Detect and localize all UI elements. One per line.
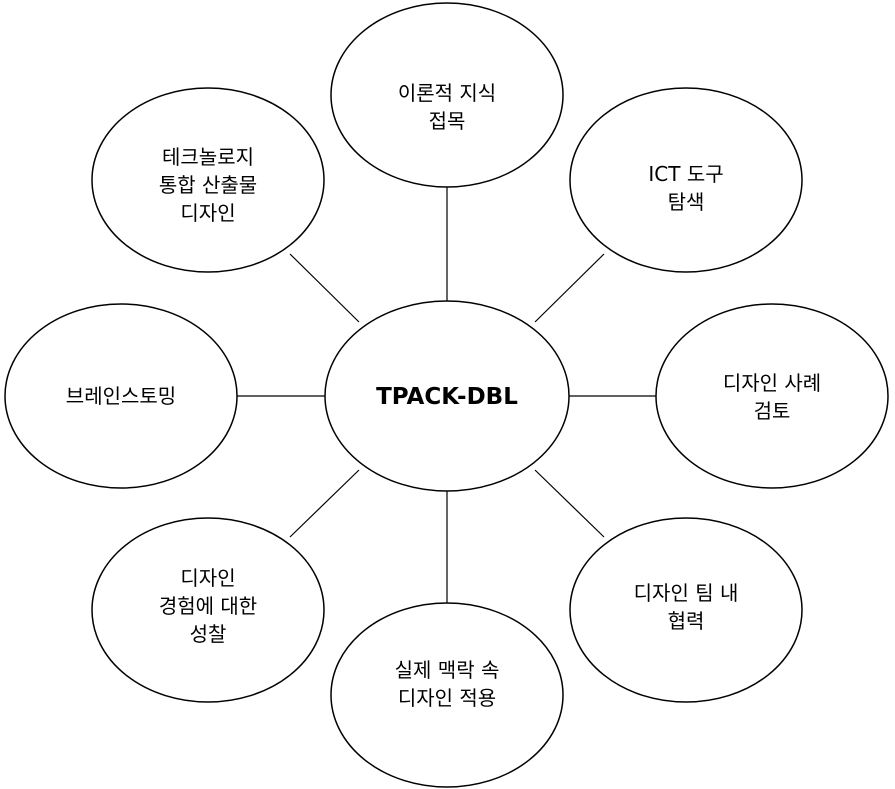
node-label: 접목 — [429, 109, 466, 133]
node-label: 이론적 지식 — [398, 81, 496, 105]
node-label: 디자인 — [180, 566, 235, 590]
node-bottom-right: 디자인 팀 내 협력 — [569, 517, 803, 703]
node-bottom-left: 디자인 경험에 대한 성찰 — [91, 517, 325, 703]
node-label: 협력 — [668, 609, 705, 633]
node-label: ICT 도구 — [648, 162, 723, 186]
node-top-right: ICT 도구 탐색 — [569, 87, 803, 273]
node-label: 통합 산출물 — [159, 173, 257, 197]
node-bottom: 실제 맥락 속 디자인 적용 — [330, 602, 564, 788]
edges — [237, 186, 656, 603]
node-top: 이론적 지식 접목 — [330, 2, 564, 188]
node-left: 브레인스토밍 — [4, 303, 238, 489]
edge-bottom-left — [289, 469, 360, 538]
node-label: 브레인스토밍 — [66, 384, 176, 408]
node-label: 디자인 팀 내 — [634, 581, 739, 605]
node-label: 실제 맥락 속 — [395, 658, 500, 682]
center-node: TPACK-DBL — [324, 300, 570, 492]
node-label: 검토 — [754, 399, 791, 423]
node-label: 테크놀로지 — [162, 145, 254, 169]
node-top-left: 테크놀로지 통합 산출물 디자인 — [91, 87, 325, 273]
node-label: 성찰 — [190, 622, 227, 646]
node-right: 디자인 사례 검토 — [655, 303, 889, 489]
edge-top-left — [289, 253, 360, 323]
node-label: 경험에 대한 — [159, 594, 257, 618]
node-label: 디자인 적용 — [398, 686, 496, 710]
node-label: 디자인 사례 — [723, 371, 821, 395]
node-label: 탐색 — [668, 190, 705, 214]
edge-top-right — [534, 253, 605, 323]
node-label: 디자인 — [180, 201, 235, 225]
center-label: TPACK-DBL — [376, 384, 518, 410]
edge-bottom-right — [534, 469, 605, 538]
